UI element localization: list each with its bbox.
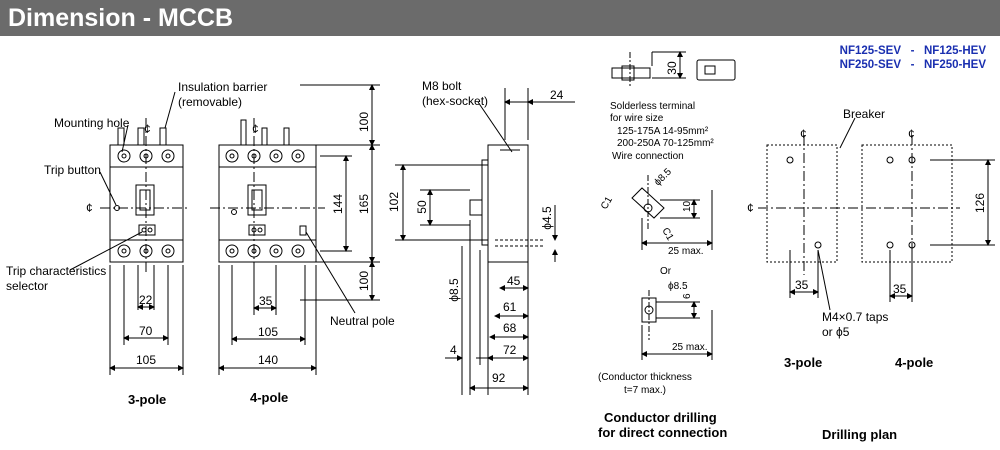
dim-30: 30	[665, 61, 679, 75]
dim-61: 61	[503, 300, 517, 314]
terminal-text-5: Wire connection	[612, 151, 684, 162]
dim-100-top: 100	[357, 112, 371, 132]
thickness-2: t=7 max.)	[624, 385, 666, 396]
selector-leader	[69, 231, 143, 271]
conductor-caption-2: for direct connection	[598, 425, 727, 440]
centerline-mark: ¢	[800, 127, 807, 141]
c1-a: C1	[599, 195, 615, 212]
dim-102: 102	[387, 192, 401, 212]
terminal-text-2: for wire size	[610, 113, 664, 124]
bolt-leader	[477, 101, 513, 153]
insulation-leader	[164, 91, 176, 129]
or-label: Or	[660, 266, 672, 277]
dim-35: 35	[259, 294, 273, 308]
dim-50: 50	[415, 200, 429, 214]
three-pole-caption: 3-pole	[128, 392, 166, 407]
hex-socket-label: (hex-socket)	[422, 94, 488, 108]
dim-10: 10	[682, 200, 693, 212]
insulation-barrier-label: Insulation barrier	[178, 80, 267, 94]
page-title: Dimension - MCCB	[8, 4, 233, 32]
centerline-mark: ¢	[144, 122, 151, 136]
centerline-mark: ¢	[252, 122, 259, 136]
terminal-text-3: 125-175A 14-95mm²	[617, 126, 709, 137]
thickness-1: (Conductor thickness	[598, 372, 692, 383]
taps-label-2: or ϕ5	[822, 325, 850, 339]
centerline-mark: ¢	[747, 201, 754, 215]
front-view-4pole	[210, 84, 380, 375]
centerline-mark: ¢	[908, 127, 915, 141]
neutral-pole-leader	[305, 231, 356, 314]
m8-bolt-label: M8 bolt	[422, 79, 462, 93]
four-pole-caption: 4-pole	[250, 390, 288, 405]
dim-92: 92	[492, 371, 506, 385]
max-25-a: 25 max.	[668, 246, 704, 257]
trip-button-label: Trip button	[44, 163, 101, 177]
dim-105: 105	[136, 353, 156, 367]
phi-8-5: ϕ8.5	[447, 278, 461, 302]
dim-126: 126	[973, 193, 987, 213]
dim-45: 45	[507, 274, 521, 288]
drill-3pole-caption: 3-pole	[784, 355, 822, 370]
drilling-plan	[758, 117, 995, 311]
terminal-text-4: 200-250A 70-125mm²	[617, 138, 714, 149]
model-line-2: NF250-SEV - NF250-HEV	[840, 59, 987, 71]
taps-label-1: M4×0.7 taps	[822, 310, 888, 324]
c1-b: C1	[659, 226, 675, 243]
phi-8-5-a: ϕ8.5	[652, 166, 674, 188]
dim-22: 22	[139, 293, 153, 307]
dim-105: 105	[258, 325, 278, 339]
dim-144: 144	[331, 194, 345, 214]
conductor-caption-1: Conductor drilling	[604, 410, 717, 425]
dim-35-a: 35	[795, 278, 809, 292]
selector-label: selector	[6, 279, 48, 293]
model-line-1: NF125-SEV - NF125-HEV	[840, 45, 987, 57]
mounting-hole-label: Mounting hole	[54, 116, 130, 130]
front-view-3pole	[100, 118, 190, 375]
dim-140: 140	[258, 353, 278, 367]
drill-4pole-caption: 4-pole	[895, 355, 933, 370]
drilling-plan-caption: Drilling plan	[822, 427, 897, 442]
dim-35-b: 35	[893, 282, 907, 296]
mounting-hole-leader	[121, 124, 129, 153]
dim-68: 68	[503, 321, 517, 335]
removable-label: (removable)	[178, 95, 242, 109]
terminal-text-1: Solderless terminal	[610, 101, 695, 112]
neutral-pole-label: Neutral pole	[330, 314, 395, 328]
dim-100-bottom: 100	[357, 271, 371, 291]
max-25-b: 25 max.	[672, 342, 708, 353]
trip-characteristics-label: Trip characteristics	[6, 264, 106, 278]
phi-4-5: ϕ4.5	[540, 206, 554, 230]
dim-72: 72	[503, 343, 517, 357]
side-view	[395, 88, 575, 395]
terminal-detail	[611, 51, 736, 360]
dim-165: 165	[357, 194, 371, 214]
centerline-mark: ¢	[86, 201, 93, 215]
breaker-label: Breaker	[843, 107, 885, 121]
dim-6: 6	[682, 293, 693, 299]
dim-24: 24	[550, 88, 564, 102]
trip-button-leader	[99, 171, 117, 206]
title-bar: Dimension - MCCB	[0, 0, 1000, 36]
dim-70: 70	[139, 324, 153, 338]
dim-4: 4	[450, 343, 457, 357]
phi-8-5-b: ϕ8.5	[668, 281, 688, 292]
